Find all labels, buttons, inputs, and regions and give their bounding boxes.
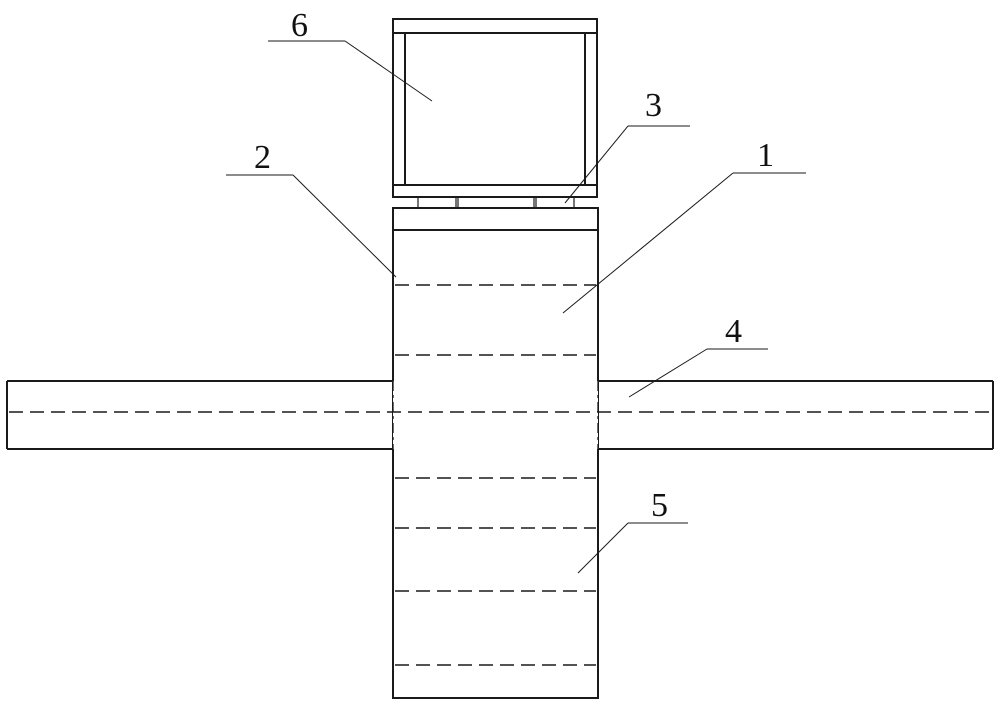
- callout-label-5: 5: [651, 487, 668, 524]
- callout-6: 6: [268, 7, 432, 101]
- callout-label-3: 3: [645, 87, 662, 124]
- part-1-column: [393, 208, 598, 698]
- part-3-feet: [418, 197, 574, 208]
- callout-label-6: 6: [291, 7, 308, 44]
- callout-4: 4: [629, 313, 768, 397]
- callout-2: 2: [226, 139, 396, 277]
- part-6-box: [393, 19, 597, 197]
- callout-label-2: 2: [254, 139, 271, 176]
- callout-label-4: 4: [725, 313, 742, 350]
- callout-1: 1: [563, 137, 806, 313]
- part-4-beam: [7, 381, 993, 449]
- callout-label-1: 1: [757, 137, 774, 174]
- callout-5: 5: [578, 487, 688, 573]
- part-5-layers: [395, 478, 596, 665]
